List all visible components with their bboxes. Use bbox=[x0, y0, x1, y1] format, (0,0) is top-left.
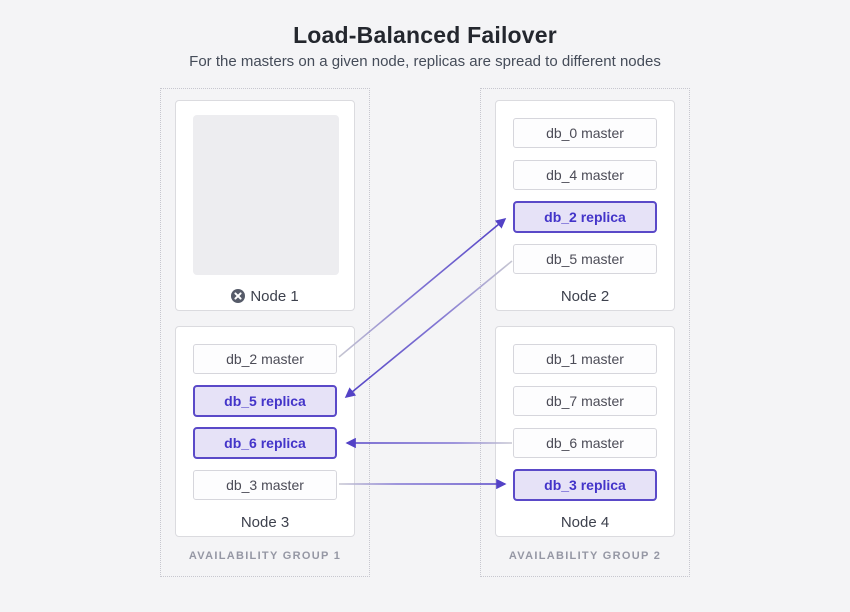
db-box-db2-master: db_2 master bbox=[193, 344, 337, 374]
db-box-db3-replica: db_3 replica bbox=[513, 469, 657, 501]
availability-group-2: db_0 master db_4 master db_2 replica db_… bbox=[480, 88, 690, 577]
db-box-db6-replica: db_6 replica bbox=[193, 427, 337, 459]
db-box-db5-replica: db_5 replica bbox=[193, 385, 337, 417]
node-3-name: Node 3 bbox=[240, 513, 290, 531]
db-box-db7-master: db_7 master bbox=[513, 386, 657, 416]
node-3-card: db_2 master db_5 replica db_6 replica db… bbox=[175, 326, 355, 537]
node-2-databases: db_0 master db_4 master db_2 replica db_… bbox=[496, 118, 674, 286]
node-2-card: db_0 master db_4 master db_2 replica db_… bbox=[495, 100, 675, 311]
availability-group-1: Node 1 db_2 master db_5 replica db_6 rep… bbox=[160, 88, 370, 577]
page-subtitle: For the masters on a given node, replica… bbox=[189, 53, 661, 70]
node-4-label: Node 4 bbox=[496, 512, 674, 532]
availability-group-2-label: AVAILABILITY GROUP 2 bbox=[508, 550, 662, 562]
node-1-empty-placeholder bbox=[193, 115, 339, 275]
node-1-card: Node 1 bbox=[175, 100, 355, 311]
db-box-db4-master: db_4 master bbox=[513, 160, 657, 190]
node-3-label: Node 3 bbox=[176, 512, 354, 532]
db-box-db1-master: db_1 master bbox=[513, 344, 657, 374]
node-2-name: Node 2 bbox=[560, 287, 610, 305]
node-1-label: Node 1 bbox=[176, 286, 354, 306]
node-4-databases: db_1 master db_7 master db_6 master db_3… bbox=[496, 344, 674, 512]
availability-group-1-label: AVAILABILITY GROUP 1 bbox=[188, 550, 342, 562]
db-box-db5-master: db_5 master bbox=[513, 244, 657, 274]
node-1-name: Node 1 bbox=[250, 287, 299, 305]
node-3-databases: db_2 master db_5 replica db_6 replica db… bbox=[176, 344, 354, 512]
node-4-name: Node 4 bbox=[560, 513, 610, 531]
node-2-label: Node 2 bbox=[496, 286, 674, 306]
page-title: Load-Balanced Failover bbox=[293, 22, 557, 48]
db-box-db3-master: db_3 master bbox=[193, 470, 337, 500]
node-4-card: db_1 master db_7 master db_6 master db_3… bbox=[495, 326, 675, 537]
db-box-db6-master: db_6 master bbox=[513, 428, 657, 458]
db-box-db0-master: db_0 master bbox=[513, 118, 657, 148]
x-circle-icon bbox=[231, 289, 246, 303]
db-box-db2-replica: db_2 replica bbox=[513, 201, 657, 233]
